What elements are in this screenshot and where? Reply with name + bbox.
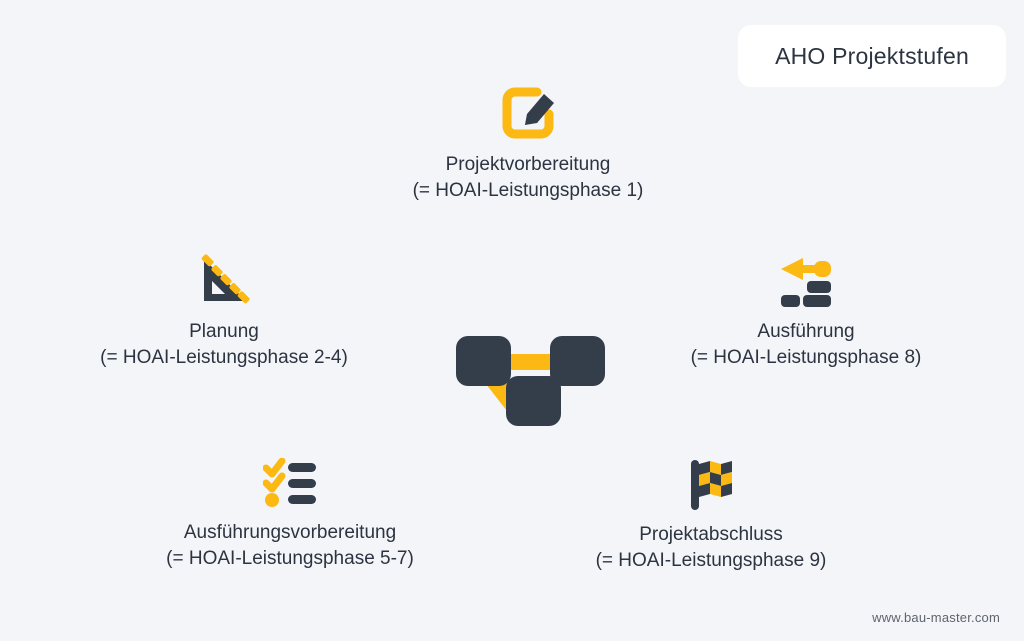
stage-subtitle: (= HOAI-Leistungsphase 2-4) bbox=[100, 347, 348, 368]
stage-ausfuehrung: Ausführung (= HOAI-Leistungsphase 8) bbox=[672, 253, 940, 371]
stage-projektabschluss: Projektabschluss (= HOAI-Leistungsphase … bbox=[578, 458, 844, 574]
stage-ausfuehrungsvorbereitung: Ausführungsvorbereitung (= HOAI-Leistung… bbox=[148, 457, 432, 572]
stage-subtitle: (= HOAI-Leistungsphase 1) bbox=[412, 180, 644, 201]
set-square-ruler-icon bbox=[196, 253, 252, 312]
stage-title: Planung bbox=[189, 321, 259, 342]
pencil-edit-icon bbox=[499, 84, 557, 145]
stage-title: Projektvorbereitung bbox=[445, 154, 611, 175]
page-title: AHO Projektstufen bbox=[775, 42, 969, 69]
checkered-flag-icon bbox=[687, 458, 735, 515]
project-network-nodes-icon bbox=[448, 314, 608, 426]
trowel-bricks-icon bbox=[777, 253, 835, 312]
stage-title: Ausführung bbox=[757, 321, 855, 342]
stage-title: Projektabschluss bbox=[639, 524, 783, 545]
stage-subtitle: (= HOAI-Leistungsphase 5-7) bbox=[166, 548, 414, 569]
title-badge: AHO Projektstufen bbox=[738, 25, 1006, 87]
stage-planung: Planung (= HOAI-Leistungsphase 2-4) bbox=[78, 253, 370, 371]
watermark: www.bau-master.com bbox=[872, 610, 1000, 625]
stage-projektvorbereitung: Projektvorbereitung (= HOAI-Leistungspha… bbox=[398, 84, 658, 204]
stage-title: Ausführungsvorbereitung bbox=[183, 522, 397, 543]
stage-subtitle: (= HOAI-Leistungsphase 8) bbox=[690, 347, 922, 368]
checklist-icon bbox=[262, 457, 317, 513]
stage-subtitle: (= HOAI-Leistungsphase 9) bbox=[595, 550, 827, 571]
